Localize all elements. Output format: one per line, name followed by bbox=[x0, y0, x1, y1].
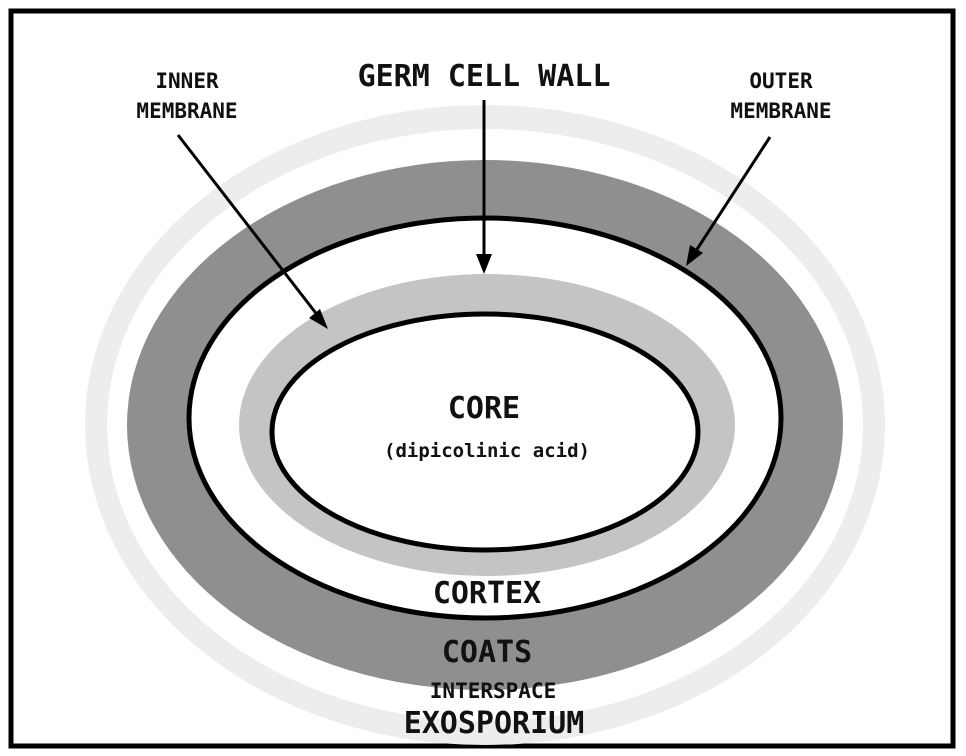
inner-membrane-line bbox=[272, 314, 698, 550]
core-label: CORE bbox=[448, 391, 520, 426]
inner-membrane-label-line2: MEMBRANE bbox=[136, 99, 237, 123]
interspace-label: INTERSPACE bbox=[430, 679, 556, 703]
exosporium-label: EXOSPORIUM bbox=[404, 706, 585, 741]
coats-label: COATS bbox=[442, 635, 532, 670]
inner-membrane-label-line1: INNER bbox=[155, 69, 219, 93]
core-note-label: (dipicolinic acid) bbox=[384, 440, 590, 462]
germ-cell-wall-label: GERM CELL WALL bbox=[358, 59, 611, 94]
outer-membrane-label-line2: MEMBRANE bbox=[730, 99, 831, 123]
outer-membrane-label-line1: OUTER bbox=[749, 69, 813, 93]
cortex-label: CORTEX bbox=[433, 576, 541, 611]
